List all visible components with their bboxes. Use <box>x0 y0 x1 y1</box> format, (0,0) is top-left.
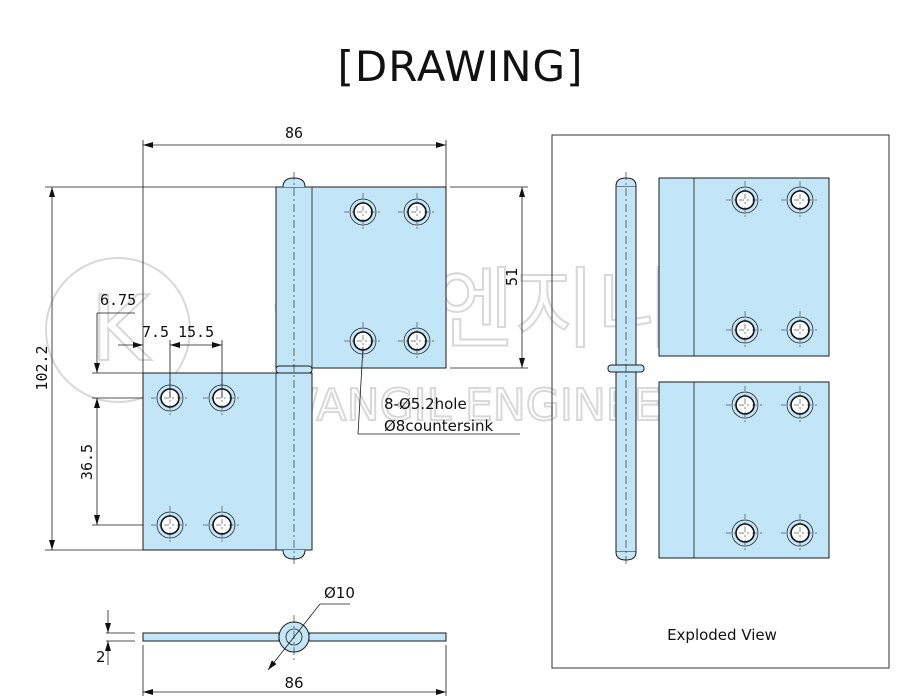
dim-knuckle-diameter: Ø10 <box>324 584 355 602</box>
countersunk-hole <box>781 311 819 349</box>
countersunk-hole <box>726 181 764 219</box>
countersunk-hole <box>151 506 189 544</box>
countersunk-hole <box>344 193 382 231</box>
countersink-spec: Ø8countersink <box>384 417 494 435</box>
dim-edge-offset-v: 6.75 <box>100 291 136 309</box>
countersunk-hole <box>726 311 764 349</box>
countersunk-hole <box>781 181 819 219</box>
dim-leaf-height: 51 <box>503 268 521 286</box>
countersunk-hole <box>344 322 382 360</box>
countersunk-hole <box>398 322 436 360</box>
dim-hole-spacing-h: 15.5 <box>178 323 214 341</box>
countersunk-hole <box>781 386 819 424</box>
dim-side-width: 86 <box>284 674 303 692</box>
countersunk-hole <box>726 386 764 424</box>
page-title: [DRAWING] <box>337 42 584 91</box>
dim-edge-offset-h: 7.5 <box>142 323 169 341</box>
countersunk-hole <box>203 506 241 544</box>
countersunk-hole <box>398 193 436 231</box>
dim-hole-spacing-v: 36.5 <box>78 444 96 480</box>
side-view <box>105 603 447 696</box>
countersunk-hole <box>726 514 764 552</box>
dim-overall-height: 102.2 <box>33 345 51 390</box>
dimension-lines <box>45 140 528 551</box>
exploded-holes <box>726 181 819 552</box>
dim-overall-width: 86 <box>285 124 303 142</box>
hole-spec: 8-Ø5.2hole <box>384 395 467 413</box>
exploded-view-label: Exploded View <box>667 626 777 644</box>
countersunk-hole <box>781 514 819 552</box>
dim-thickness: 2 <box>96 648 106 666</box>
watermark-logo-circle <box>45 257 191 403</box>
